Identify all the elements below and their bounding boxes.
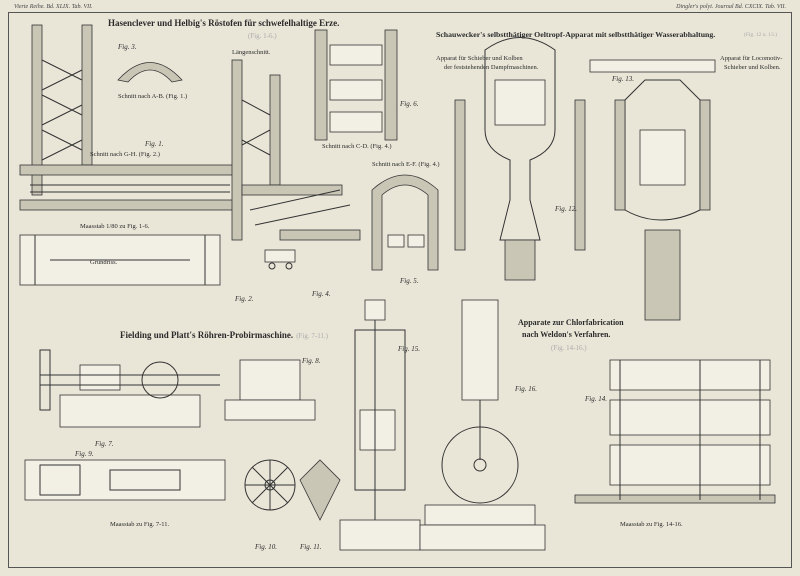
fig-label-8: Fig. 8.	[302, 357, 321, 365]
fig-label-11: Fig. 11.	[300, 543, 322, 551]
section-title-probirmaschine: Fielding und Platt's Röhren-Probirmaschi…	[120, 330, 329, 340]
fig8-drawing	[224, 359, 316, 421]
fig-label-14: Fig. 14.	[585, 395, 607, 403]
fig12-lubricator-drawing	[454, 37, 586, 281]
fig-label-3: Fig. 3.	[118, 43, 137, 51]
plate-header-right: Dingler's polyt. Journal Bd. CXCIX. Tab.…	[676, 4, 786, 10]
fig-label-9: Fig. 9.	[75, 450, 94, 458]
section-note-roestofen: (Fig. 1-6.)	[248, 32, 277, 40]
plate-header-left: Vierte Reihe. Bd. XLIX. Tab. VII.	[14, 4, 93, 10]
fig11-drawing	[299, 459, 341, 521]
section-note-chlorfabrication: (Fig. 14-16.)	[551, 344, 587, 352]
fig9-plan-drawing	[24, 459, 226, 501]
section-title-oeltropf: Schauwecker's selbstthätiger Oeltropf-Ap…	[436, 30, 716, 39]
caption-massstab-14-16: Maasstab zu Fig. 14-16.	[620, 521, 683, 528]
caption-schnitt-ef: Schnitt nach E-F. (Fig. 4.)	[372, 161, 440, 168]
fig-label-7: Fig. 7.	[95, 440, 114, 448]
fig5-arch-drawing	[371, 174, 439, 271]
fig-label-6: Fig. 6.	[400, 100, 419, 108]
section-title-roestofen: Hasenclever und Helbig's Röstofen für sc…	[108, 18, 340, 28]
caption-schnitt-gh: Schnitt nach G-H. (Fig. 2.)	[90, 151, 160, 158]
caption-apparat-schieber-1: Apparat für Schieber und Kolben	[436, 55, 523, 62]
caption-apparat-loco-2: Schieber und Kolben.	[724, 64, 781, 71]
caption-laengenschnitt: Längenschnitt.	[232, 49, 271, 56]
fig-label-13: Fig. 13.	[612, 75, 634, 83]
caption-apparat-loco-1: Apparat für Locomotiv-	[720, 55, 783, 62]
fig6-section-drawing	[314, 29, 398, 141]
fig-label-12: Fig. 12.	[555, 205, 577, 213]
fig-label-5: Fig. 5.	[400, 277, 419, 285]
section-title-weldon: nach Weldon's Verfahren.	[522, 330, 611, 339]
fig-label-16: Fig. 16.	[515, 385, 537, 393]
fig3-arch-drawing	[117, 62, 183, 83]
fig2-longitudinal-drawing	[231, 59, 361, 270]
caption-apparat-schieber-2: der feststehenden Dampfmaschinen.	[444, 64, 539, 71]
fig16-machine-drawing	[419, 299, 546, 551]
fig14-chlorine-plant-drawing	[574, 359, 776, 504]
fig-label-10: Fig. 10.	[255, 543, 277, 551]
caption-schnitt-ab: Schnitt nach A-B. (Fig. 1.)	[118, 93, 188, 100]
fig13-lubricator-drawing	[589, 59, 716, 321]
caption-grundriss: Grundriss.	[90, 259, 118, 266]
fig10-wheel-drawing	[244, 459, 296, 511]
fig-label-2: Fig. 2.	[235, 295, 254, 303]
fig7-tube-tester-drawing	[39, 349, 220, 428]
caption-massstab-7-11: Maasstab zu Fig. 7-11.	[110, 521, 170, 528]
fig-label-15: Fig. 15.	[398, 345, 420, 353]
section-title-chlorfabrication: Apparate zur Chlorfabrication	[518, 318, 624, 327]
furnace-shaft-drawing	[19, 24, 241, 286]
fig-label-1: Fig. 1.	[145, 140, 164, 148]
fig-label-4: Fig. 4.	[312, 290, 331, 298]
caption-schnitt-cd: Schnitt nach C-D. (Fig. 4.)	[322, 143, 392, 150]
plate-frame	[8, 12, 792, 568]
caption-massstab-1-6: Maasstab 1/80 zu Fig. 1-6.	[80, 223, 150, 230]
section-note-oeltropf: (Fig. 12 u. 13.)	[744, 32, 777, 38]
fig15-machine-drawing	[339, 299, 421, 551]
